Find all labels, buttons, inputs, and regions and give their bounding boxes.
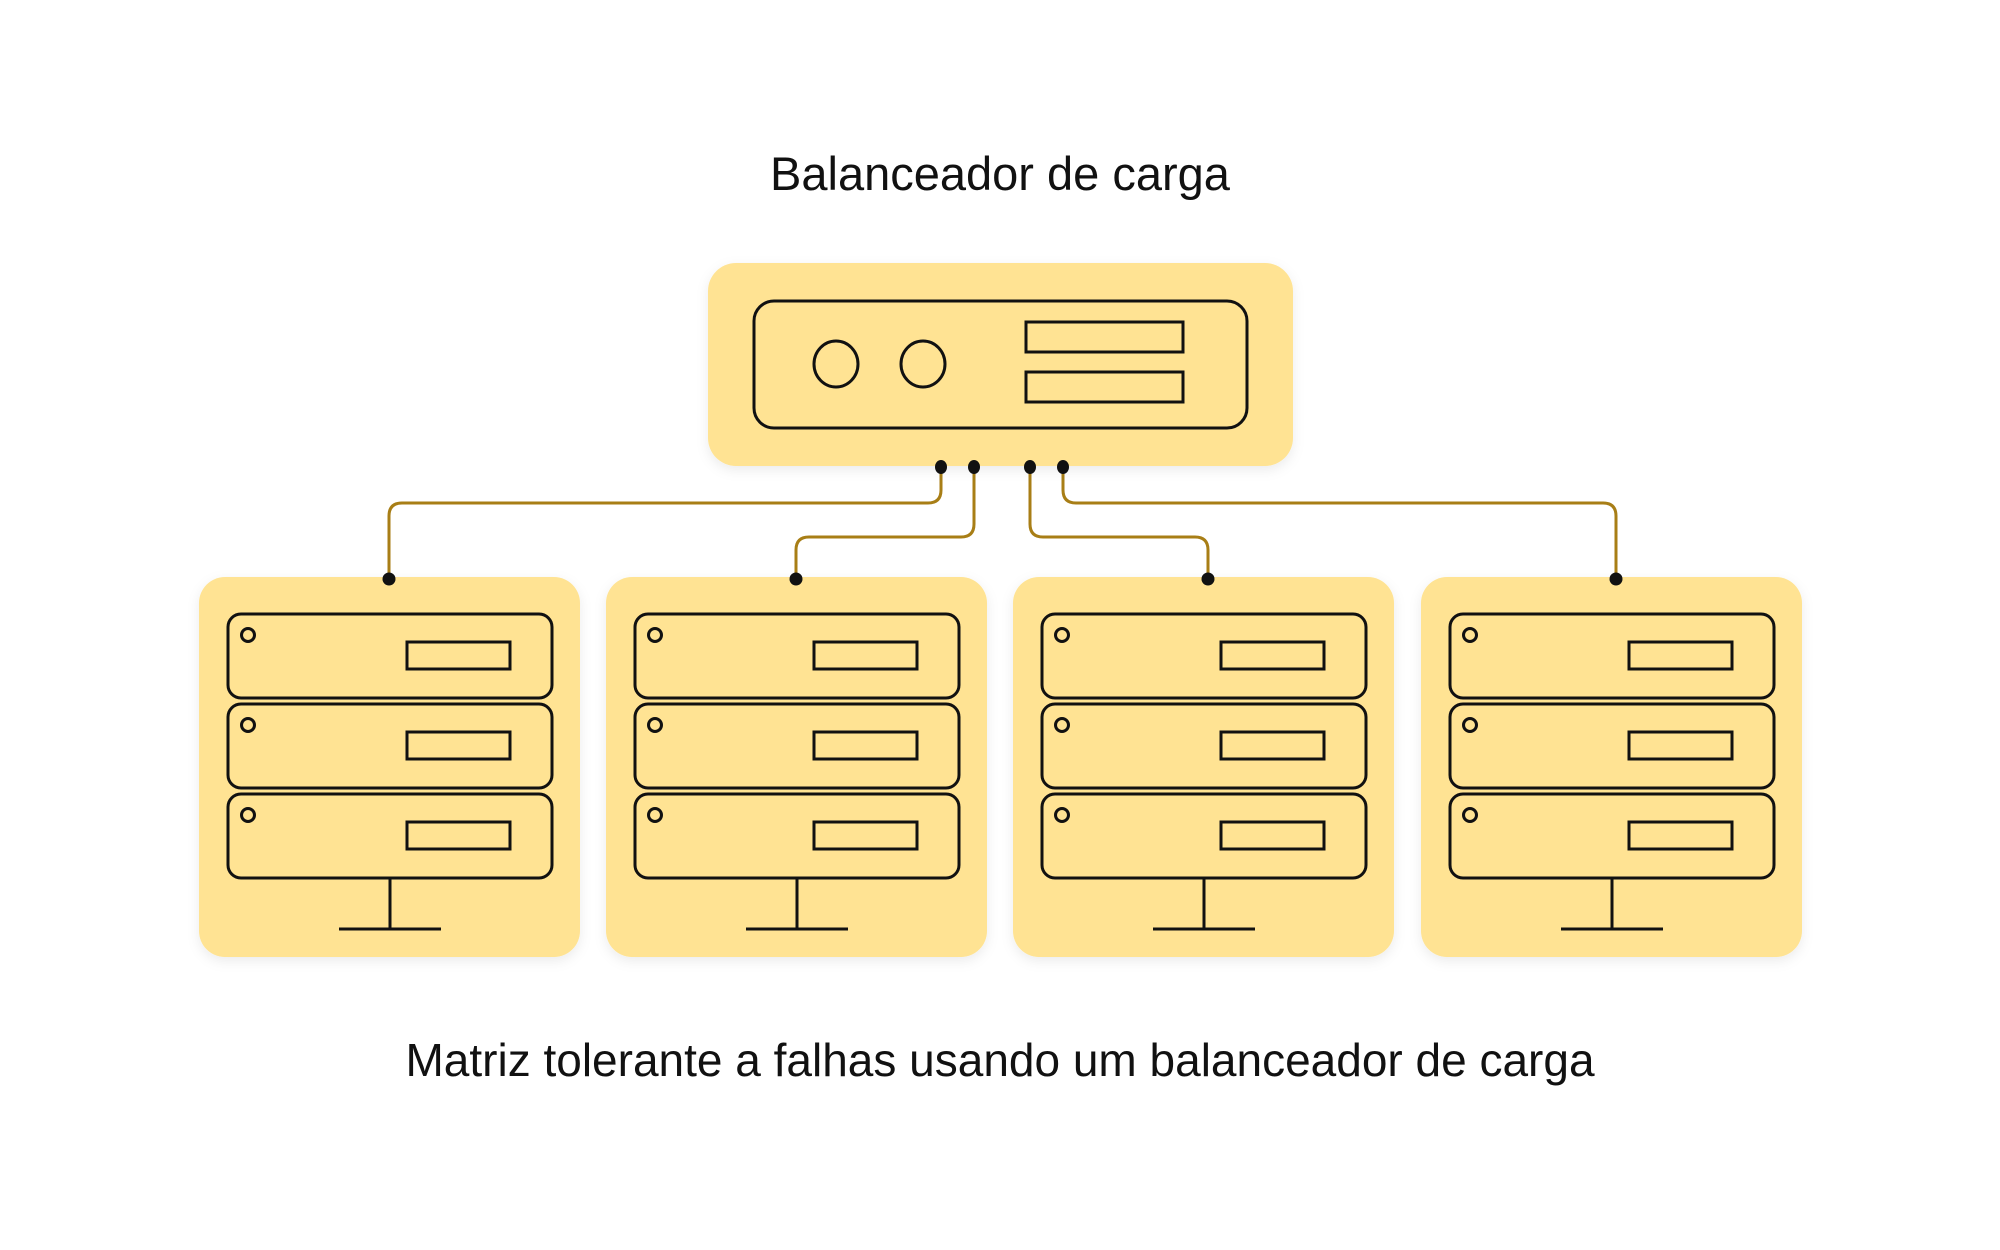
drive-slot <box>1627 640 1734 671</box>
rack-unit <box>633 612 961 700</box>
rack-unit-frame <box>1448 612 1776 700</box>
drive-slot <box>405 640 512 671</box>
server-port-icon <box>789 572 803 586</box>
load-balancer-port-icon <box>935 460 947 474</box>
connection-wires <box>387 465 1618 581</box>
load-balancer-port-icon <box>968 460 980 474</box>
server-2 <box>606 577 987 957</box>
status-led-icon <box>647 807 663 823</box>
rack-unit-frame <box>633 612 961 700</box>
rack-unit-frame <box>1040 702 1368 790</box>
server-rack-icon <box>1448 612 1776 931</box>
rack-unit <box>1448 702 1776 790</box>
drive-slot <box>405 820 512 851</box>
drive-slot <box>812 820 919 851</box>
server-card <box>199 577 580 957</box>
connection-wire <box>794 465 976 581</box>
rack-unit-frame <box>1448 702 1776 790</box>
status-led-icon <box>240 717 256 733</box>
rack-unit <box>226 702 554 790</box>
load-balancer-chassis <box>752 299 1249 430</box>
server-card <box>1013 577 1394 957</box>
connection-wire <box>1061 465 1618 581</box>
status-led-icon <box>240 807 256 823</box>
drive-slot <box>812 730 919 761</box>
status-led-icon <box>1054 717 1070 733</box>
status-led-icon <box>240 627 256 643</box>
rack-unit <box>1448 612 1776 700</box>
status-led-icon <box>647 627 663 643</box>
status-led-icon <box>1054 807 1070 823</box>
diagram-caption: Matriz tolerante a falhas usando um bala… <box>405 1034 1595 1086</box>
connection-wire <box>387 465 943 581</box>
server-nodes <box>199 577 1802 957</box>
drive-slot <box>1024 370 1185 404</box>
indicator-light <box>812 339 860 389</box>
drive-slot <box>1219 640 1326 671</box>
status-led-icon <box>647 717 663 733</box>
rack-unit <box>226 612 554 700</box>
rack-unit-frame <box>1040 612 1368 700</box>
load-balancer-port-icon <box>1057 460 1069 474</box>
rack-unit-frame <box>226 702 554 790</box>
indicator-light <box>899 339 947 389</box>
status-led-icon <box>1462 627 1478 643</box>
connection-wire <box>1028 465 1210 581</box>
drive-slot <box>1627 730 1734 761</box>
server-port-icon <box>1609 572 1623 586</box>
rack-unit <box>1040 702 1368 790</box>
status-led-icon <box>1462 717 1478 733</box>
server-rack-icon <box>633 612 961 931</box>
server-card <box>1421 577 1802 957</box>
load-balancer-icon <box>752 299 1249 430</box>
rack-unit <box>633 702 961 790</box>
status-led-icon <box>1054 627 1070 643</box>
server-port-icon <box>1201 572 1215 586</box>
drive-slot <box>1024 320 1185 354</box>
server-rack-icon <box>226 612 554 931</box>
server-1 <box>199 577 580 957</box>
connection-ports <box>382 460 1623 586</box>
rack-unit-frame <box>226 612 554 700</box>
status-led-icon <box>1462 807 1478 823</box>
server-rack-icon <box>1040 612 1368 931</box>
server-card <box>606 577 987 957</box>
server-port-icon <box>382 572 396 586</box>
drive-slot <box>1219 730 1326 761</box>
load-balancer-title: Balanceador de carga <box>770 147 1230 200</box>
rack-unit-frame <box>633 702 961 790</box>
rack-unit <box>1040 612 1368 700</box>
server-3 <box>1013 577 1394 957</box>
drive-slot <box>405 730 512 761</box>
drive-slot <box>1627 820 1734 851</box>
server-4 <box>1421 577 1802 957</box>
load-balancer-node <box>708 263 1293 466</box>
load-balancer-port-icon <box>1024 460 1036 474</box>
drive-slot <box>812 640 919 671</box>
load-balancer-card <box>708 263 1293 466</box>
drive-slot <box>1219 820 1326 851</box>
